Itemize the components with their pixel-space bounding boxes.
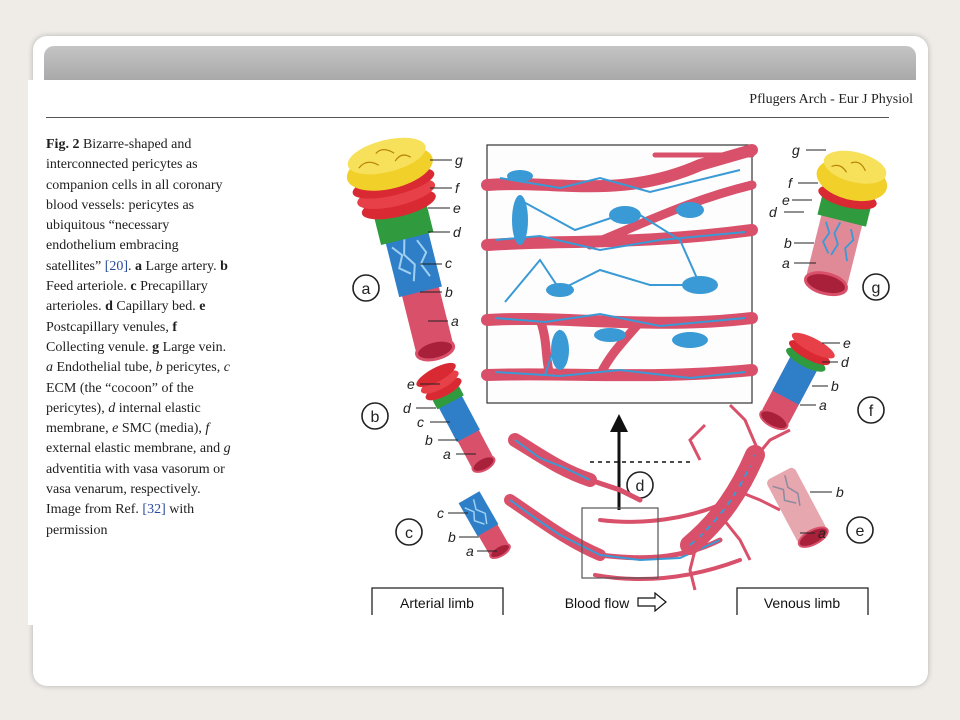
caption-panel-letter: g [152, 339, 160, 355]
panel-letter-c: c [405, 525, 413, 542]
vascular-network [504, 403, 791, 591]
layer-label-c: c [445, 255, 452, 271]
svg-text:b: b [784, 235, 792, 251]
caption-text: Precapillary arterioles. [46, 279, 208, 315]
panel-a-large-artery: g f e d c b a a [346, 137, 463, 362]
panel-letter-f: f [869, 403, 874, 420]
panel-f-collecting-venule: e d b a f [759, 332, 885, 431]
caption-text: Large artery. [142, 258, 221, 274]
caption-text: internal elastic membrane, [46, 400, 201, 437]
paper-page: Pflugers Arch - Eur J Physiol Fig. 2 Biz… [28, 80, 915, 625]
caption-layer-letter: a [46, 360, 53, 376]
blood-flow-label: Blood flow [565, 595, 630, 611]
figure-label: Fig. 2 [46, 137, 80, 152]
layer-label-f: f [455, 180, 461, 196]
caption-text: ECM (the “cocoon” of the pericytes), [46, 380, 194, 416]
slide-title-bar [44, 46, 916, 80]
layer-label-a: a [451, 313, 459, 329]
caption-text: Large vein. [159, 339, 227, 355]
svg-text:b: b [448, 529, 456, 545]
panel-marker-f [857, 396, 885, 424]
caption-panel-letter: d [105, 299, 113, 315]
panel-letter-d: d [636, 478, 645, 495]
caption-layer-letter: c [223, 360, 230, 376]
panel-letter-g: g [872, 280, 881, 297]
caption-layer-letter: f [205, 421, 210, 437]
capillary-zoom-region [581, 507, 659, 579]
caption-text: Bizarre-shaped and interconnected pericy… [46, 137, 223, 274]
svg-text:f: f [788, 175, 794, 191]
svg-text:c: c [417, 414, 424, 430]
caption-text: Postcapillary venules, [46, 319, 173, 335]
caption-text: with permission [46, 502, 195, 538]
caption-text: . [128, 258, 136, 274]
caption-text: adventitia with vasa vasorum or vasa ven… [46, 461, 225, 518]
panel-marker-b [361, 402, 389, 430]
caption-text: Feed arteriole. [46, 279, 131, 295]
caption-panel-letter: f [172, 319, 178, 335]
journal-header: Pflugers Arch - Eur J Physiol [749, 92, 913, 107]
layer-label-d: d [453, 224, 462, 240]
svg-text:b: b [831, 378, 839, 394]
svg-text:d: d [769, 204, 778, 220]
svg-text:a: a [443, 446, 451, 462]
panel-marker-e [846, 516, 874, 544]
svg-text:c: c [437, 505, 444, 521]
svg-text:a: a [782, 255, 790, 271]
svg-text:b: b [425, 432, 433, 448]
svg-text:d: d [403, 400, 412, 416]
panel-e-postcapillary-venules: b a e [767, 467, 874, 548]
svg-text:d: d [841, 354, 850, 370]
vessel-lumen [415, 338, 456, 362]
layer-label-g: g [455, 152, 463, 168]
panel-letter-e: e [856, 523, 865, 540]
svg-text:b: b [836, 484, 844, 500]
header-rule [46, 117, 889, 118]
blood-flow-arrow-icon [637, 591, 667, 613]
panel-marker-g [862, 273, 890, 301]
caption-layer-letter: e [112, 421, 119, 437]
bottom-labels: Arterial limb Blood flow Venous limb [371, 587, 869, 615]
panel-letter-b: b [371, 409, 380, 426]
svg-text:e: e [407, 376, 415, 392]
svg-text:a: a [818, 525, 826, 541]
layer-label-e: e [453, 200, 461, 216]
caption-text: Collecting venule. [46, 339, 153, 355]
figure-caption: Fig. 2 Bizarre-shaped and interconnected… [46, 135, 236, 541]
svg-text:g: g [792, 142, 800, 158]
caption-panel-letter: a [135, 258, 143, 274]
caption-text: Capillary bed. [112, 299, 200, 315]
caption-text: Endothelial tube, [53, 360, 156, 376]
panel-marker-a [352, 274, 380, 302]
caption-text: external elastic membrane, and [46, 441, 224, 457]
caption-layer-letter: d [108, 400, 116, 416]
panel-d-capillary-bed [481, 144, 758, 404]
panel-b-feed-arteriole: e d c b a b [361, 362, 496, 473]
reference-link[interactable]: [20] [104, 258, 129, 274]
venous-limb-label: Venous limb [764, 595, 840, 611]
caption-layer-letter: b [155, 360, 163, 376]
zoom-arrow: d [590, 414, 690, 510]
reference-link[interactable]: [32] [142, 502, 166, 518]
svg-text:a: a [466, 543, 474, 559]
caption-layer-letter: g [223, 441, 231, 457]
panel-g-large-vein: g f e d b a g [769, 142, 890, 301]
svg-text:a: a [819, 397, 827, 413]
caption-text: pericytes, [162, 360, 224, 376]
caption-panel-letter: c [130, 279, 137, 295]
caption-text: SMC (media), [118, 421, 206, 437]
arterial-limb-label: Arterial limb [400, 595, 474, 611]
svg-text:e: e [782, 192, 790, 208]
layer-label-b: b [445, 284, 453, 300]
panel-marker-c [395, 518, 423, 546]
caption-panel-letter: b [220, 258, 228, 274]
panel-c-precapillary-arterioles: c b a c [395, 491, 511, 559]
svg-text:e: e [843, 335, 851, 351]
caption-panel-letter: e [199, 299, 206, 315]
panel-letter-a: a [362, 281, 371, 298]
